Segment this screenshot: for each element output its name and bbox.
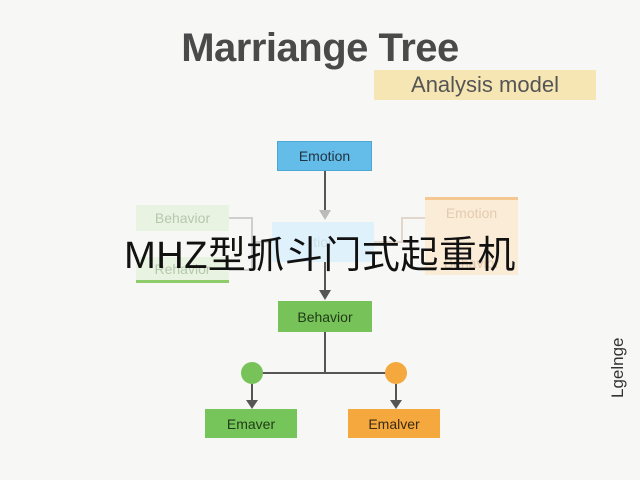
connector-right-faded <box>374 217 425 243</box>
arrowhead-faded <box>319 210 331 220</box>
node-right-emotion-faded: Emotion <box>425 197 518 275</box>
node-leaf-green: Emaver <box>205 409 297 438</box>
node-left-behavior-2: Rehavior <box>136 257 229 283</box>
arrowhead-behavior <box>319 290 331 300</box>
watermark-logo: Lgelnge <box>608 337 627 398</box>
node-right-behavior-faded: Behavior <box>443 255 500 271</box>
page-title: Marriange Tree <box>181 26 459 70</box>
connector-left-faded <box>229 217 272 243</box>
node-emotion: Emotion <box>277 141 372 171</box>
junction-dot-green <box>241 362 263 384</box>
arrowhead-orange <box>390 400 402 409</box>
subtitle-badge: Analysis model <box>374 70 596 100</box>
node-leaf-orange: Emalver <box>348 409 440 438</box>
node-behavior: Behavior <box>278 301 372 332</box>
connector-left-faded-2 <box>229 242 253 271</box>
node-center-faded: tior <box>272 222 374 262</box>
overlay-caption: MHZ型抓斗门式起重机 <box>124 235 516 277</box>
junction-dot-orange <box>385 362 407 384</box>
node-left-behavior-1: Behavior <box>136 205 229 231</box>
arrowhead-green <box>246 400 258 409</box>
